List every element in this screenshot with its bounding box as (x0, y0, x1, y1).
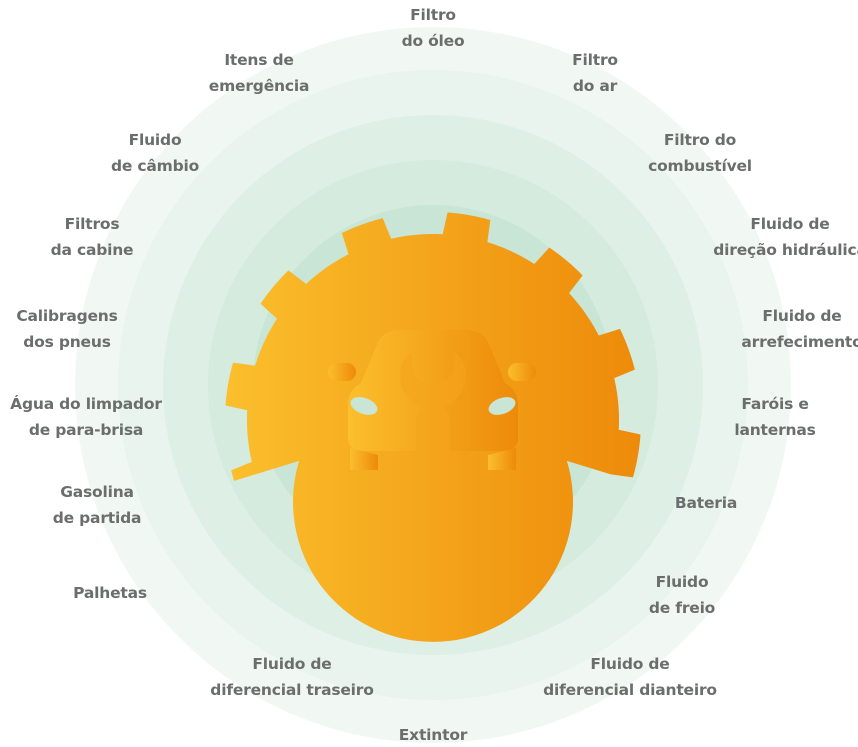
label-fluido-freio: Fluido de freio (649, 569, 715, 621)
label-line: Bateria (674, 494, 738, 512)
label-line: de câmbio (110, 157, 200, 175)
label-line: diferencial traseiro (210, 681, 374, 699)
label-line: Fluido (655, 573, 709, 591)
label-line: Faróis e (741, 395, 809, 413)
label-line: Filtro (572, 51, 618, 69)
label-line: Itens de (224, 51, 294, 69)
label-line: emergência (208, 77, 310, 95)
label-line: direção hidráulica (713, 241, 858, 259)
label-filtros-cabine: Filtros da cabine (51, 211, 134, 263)
label-line: de freio (648, 599, 716, 617)
label-filtro-combustivel: Filtro do combustível (648, 127, 752, 179)
label-line: do ar (572, 77, 618, 95)
label-line: Fluido de (762, 307, 842, 325)
label-line: Água do limpador (10, 395, 162, 413)
label-line: Calibragens (16, 307, 118, 325)
label-itens-emergencia: Itens de emergência (208, 47, 310, 99)
label-line: Extintor (398, 726, 468, 744)
label-line: combustível (648, 157, 752, 175)
label-bateria: Bateria (675, 490, 737, 516)
label-diferencial-traseiro: Fluido de diferencial traseiro (210, 651, 374, 703)
label-filtro-ar: Filtro do ar (572, 47, 618, 99)
label-line: Fluido (128, 131, 182, 149)
label-fluido-arrefecimento: Fluido de arrefecimento (741, 303, 858, 355)
label-line: do óleo (401, 32, 465, 50)
label-line: da cabine (50, 241, 134, 259)
label-line: diferencial dianteiro (543, 681, 717, 699)
label-calibragens-pneus: Calibragens dos pneus (16, 303, 118, 355)
label-fluido-direcao: Fluido de direção hidráulica (713, 211, 858, 263)
label-line: lanternas (734, 421, 816, 439)
label-line: Fluido de (590, 655, 670, 673)
label-diferencial-dianteiro: Fluido de diferencial dianteiro (543, 651, 717, 703)
gear-icon (225, 212, 641, 642)
label-line: de para-brisa (28, 421, 144, 439)
label-filtro-oleo: Filtro do óleo (402, 2, 465, 54)
label-line: de partida (52, 509, 142, 527)
label-fluido-cambio: Fluido de câmbio (111, 127, 199, 179)
label-line: dos pneus (23, 333, 111, 351)
label-agua-limpador: Água do limpador de para-brisa (10, 391, 162, 443)
label-line: Filtro (410, 6, 456, 24)
label-extintor: Extintor (398, 722, 468, 747)
label-gasolina-partida: Gasolina de partida (52, 479, 142, 531)
label-palhetas: Palhetas (73, 580, 147, 606)
car-icon (328, 330, 536, 470)
label-line: Filtros (64, 215, 120, 233)
label-line: Filtro do (663, 131, 737, 149)
label-line: Gasolina (60, 483, 134, 501)
label-line: Palhetas (73, 584, 147, 602)
label-line: Fluido de (252, 655, 332, 673)
label-line: Fluido de (750, 215, 830, 233)
label-line: arrefecimento (741, 333, 858, 351)
label-farois-lanternas: Faróis e lanternas (734, 391, 815, 443)
